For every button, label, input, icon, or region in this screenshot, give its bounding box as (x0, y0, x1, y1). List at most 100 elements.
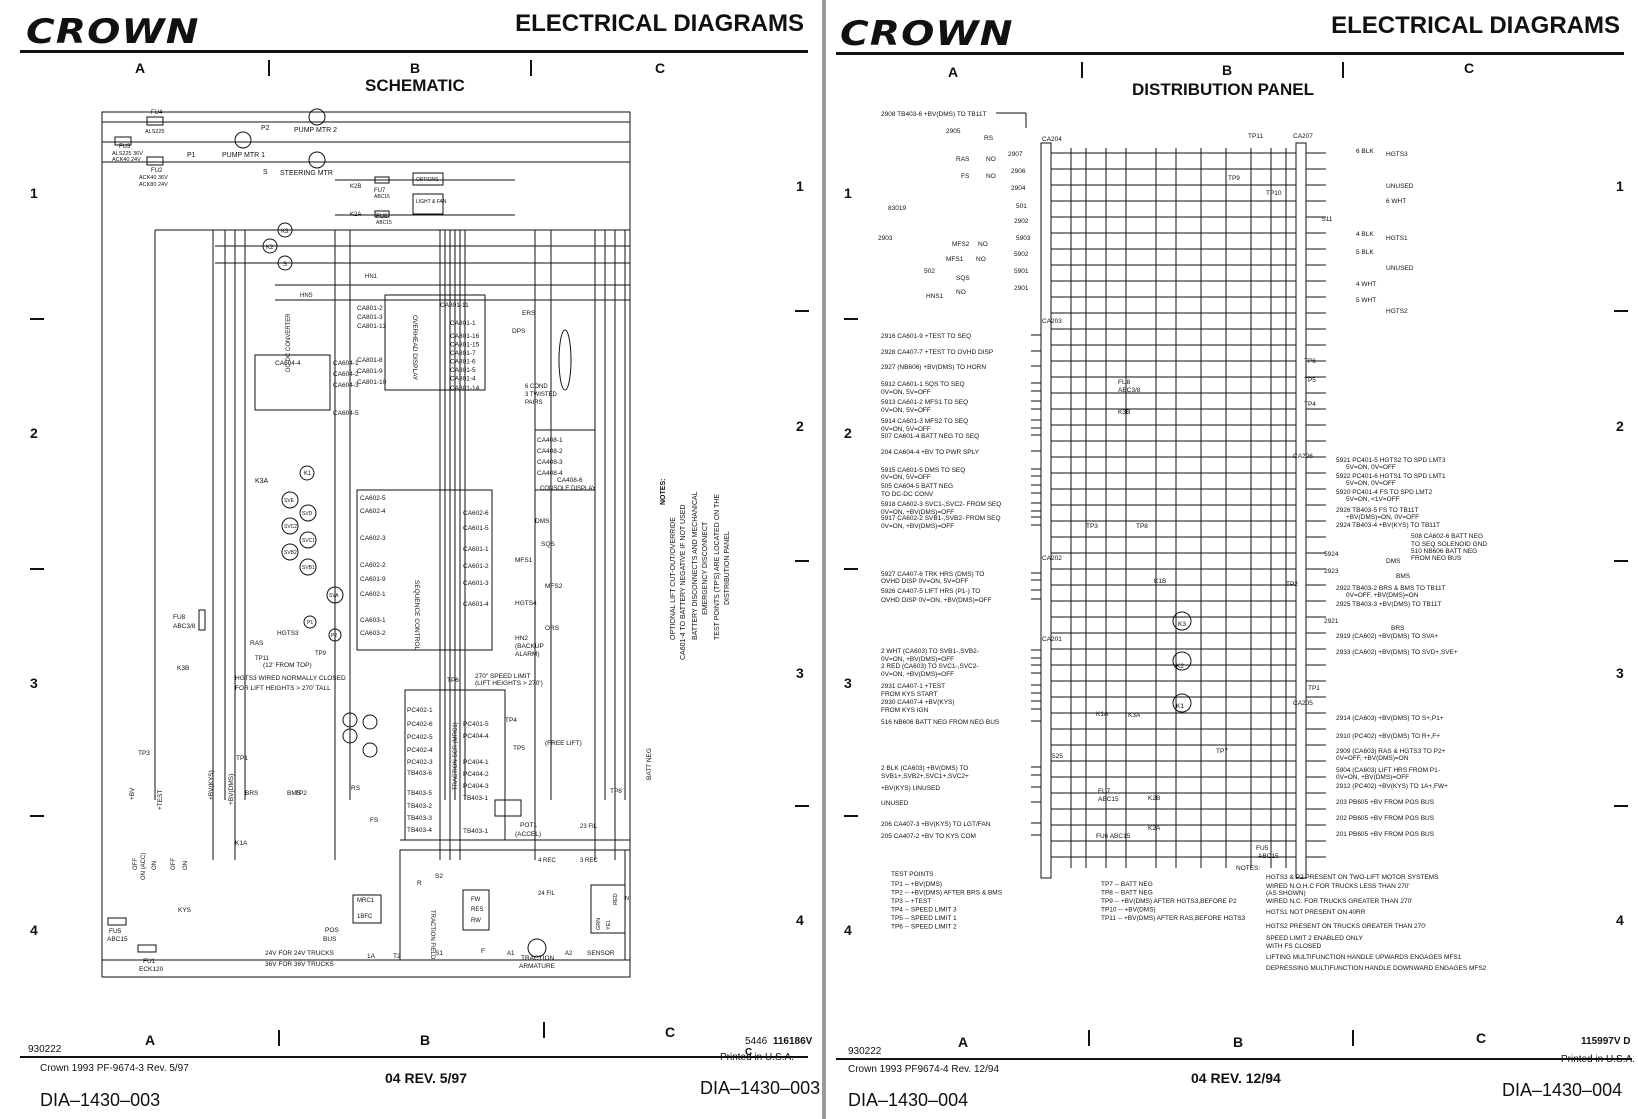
diagram-label: HGTS4 (515, 600, 537, 607)
diagram-label: HGTS3 (277, 630, 299, 637)
diagram-label: CONSOLE DISPLAY (540, 486, 596, 492)
diagram-label: CA602-4 (360, 508, 386, 515)
diagram-label: P1 (307, 620, 313, 626)
diagram-label: 2 RED (CA603) TO SVC1-,SVC2- (881, 663, 979, 670)
diagram-label: (ACCEL) (515, 831, 541, 838)
diagram-label: 2910 (PC402) +BV(DMS) TO R+,F+ (1336, 733, 1440, 740)
diagram-label: 270" SPEED LIMIT (475, 673, 530, 680)
diagram-label: P1 (187, 152, 196, 159)
diagram-label: OFF (133, 858, 139, 870)
diagram-label: CA202 (1042, 555, 1062, 562)
date-code: 930222 (28, 1044, 62, 1055)
diagram-label: PC401-5 (463, 721, 489, 728)
diagram-label: 0V=ON, +BV(DMS)=OFF (881, 656, 954, 663)
solenoid-valve (281, 517, 299, 535)
diagram-label: SVA (329, 593, 339, 599)
fuse-symbol (114, 136, 132, 146)
diagram-label: K3 (1178, 621, 1186, 628)
diagram-label: 5 BLK (1356, 249, 1374, 256)
diagram-label: 2931 CA407-1 +TEST (881, 683, 945, 690)
printed-in: Printed in U.S.A. (720, 1052, 794, 1063)
diagram-label: RAS (956, 156, 970, 163)
diagram-label: 2902 (1014, 218, 1029, 225)
diagram-label: S2 (435, 873, 443, 880)
row-label-4-right: 4 (1616, 912, 1624, 928)
page-header: ELECTRICAL DIAGRAMS (1331, 12, 1620, 39)
diagram-label: YEL (606, 920, 612, 930)
part-number: 115997V D (1581, 1036, 1631, 1047)
row-tick (1614, 310, 1628, 312)
diagram-label: TP10 -- +BV(DMS) (1101, 907, 1156, 914)
diagram-label: FU4 (151, 110, 163, 116)
diagram-label: FU8 (1118, 379, 1131, 386)
diagram-label: RS (351, 785, 361, 792)
diagram-label: TP9 (1228, 175, 1240, 182)
diagram-label: RES (471, 907, 483, 913)
diagram-label: TB403-4 (407, 827, 432, 834)
diagram-label: 4 BLK (1356, 231, 1374, 238)
solenoid-valve (281, 543, 299, 561)
diagram-label: CA801-10 (357, 379, 387, 386)
row-tick (1614, 560, 1628, 562)
diagram-label: CA801-6 (450, 359, 476, 366)
diagram-label: PC402-6 (407, 721, 433, 728)
diagram-label: TB403-1 (463, 795, 488, 802)
diagram-label: POS (325, 927, 339, 934)
diagram-label: DC-DC CONVERTER (286, 313, 292, 372)
diagram-label: TP1 (236, 755, 248, 762)
diagram-label: DEPRESSING MULTIFUNCTION HANDLE DOWNWARD… (1266, 965, 1487, 972)
diagram-label: CA801-3 (357, 314, 383, 321)
diagram-label: ABC3/8 (1118, 387, 1141, 394)
diagram-label: TB403-1 (463, 828, 488, 835)
row-tick (795, 805, 809, 807)
column-divider (1352, 1030, 1354, 1046)
diagram-label: K1B (1154, 578, 1166, 585)
diagram-label: UNUSED (881, 800, 909, 807)
diagram-label: A1 (507, 951, 515, 957)
diagram-label: 2901 (1014, 285, 1029, 292)
part-number-1: 5446 (745, 1036, 768, 1047)
diagram-label: CA602-1 (360, 591, 386, 598)
diagram-label: 2922 TB403-2 BRS & BMS TO TB11T (1336, 585, 1446, 592)
diagram-label: 5926 CA407-5 LIFT HRS (P1-) TO (881, 588, 980, 595)
diagram-label: PC402-1 (407, 707, 433, 714)
diagram-label: 5922 PC401-6 HGTS1 TO SPD LMT1 (1336, 473, 1446, 480)
diagram-label: CA408-1 (537, 437, 563, 444)
relay-coil (1172, 693, 1192, 713)
diagram-label: 2925 TB403-3 +BV(DMS) TO TB11T (1336, 601, 1441, 608)
diagram-label: K3B (1118, 409, 1130, 416)
diagram-label: FW (471, 897, 481, 903)
diagram-label: NO (976, 256, 986, 263)
diagram-label: SVB1+,SVB2+,SVC1+,SVC2+ (881, 773, 969, 780)
diagram-label: FU5 (109, 928, 122, 935)
diagram-label: HGTS3 (1386, 151, 1408, 158)
diagram-label: 24V FOR 24V TRUCKS (265, 950, 335, 957)
diagram-label: PC404-3 (463, 783, 489, 790)
diagram-label: K2A (1148, 825, 1161, 832)
diagram-label: K1A (1096, 711, 1109, 718)
diagram-label: PC404-2 (463, 771, 489, 778)
diagram-label: SVC1 (302, 538, 315, 544)
row-tick (795, 310, 809, 312)
relay-coil (1172, 651, 1192, 671)
diagram-label: A2 (565, 951, 573, 957)
diagram-label: TB403-6 (407, 770, 432, 777)
diagram-label: WIRED N.O.H.C FOR TRUCKS LESS THAN 270' (1266, 883, 1410, 890)
diagram-label: 204 CA604-4 +BV TO PWR SPLY (881, 449, 980, 456)
column-label-b-bottom: B (420, 1032, 431, 1048)
component-box (412, 172, 444, 186)
diagram-label: TP4 (1304, 401, 1316, 408)
diagram-label: OVHD DISP 0V=ON, 5V=OFF (881, 578, 968, 585)
diagram-label: +BV(DMS) (228, 774, 235, 805)
diagram-label: 5918 CA602-3 SVC1-,SVC2- FROM SEQ (881, 501, 1001, 508)
diagram-label: TO SEQ SOLENOID GND (1411, 541, 1487, 548)
revision: 04 REV. 5/97 (385, 1070, 467, 1086)
crown-logo: CROWN (26, 12, 200, 52)
diagram-label: FU3 (119, 144, 131, 150)
diagram-label: SVD (302, 511, 313, 517)
fuse-symbol (107, 917, 127, 926)
row-tick (844, 568, 858, 570)
diagram-label: PC402-5 (407, 734, 433, 741)
diagram-label: BATTERY DISCONNECTS AND MECHANICAL (692, 491, 699, 640)
